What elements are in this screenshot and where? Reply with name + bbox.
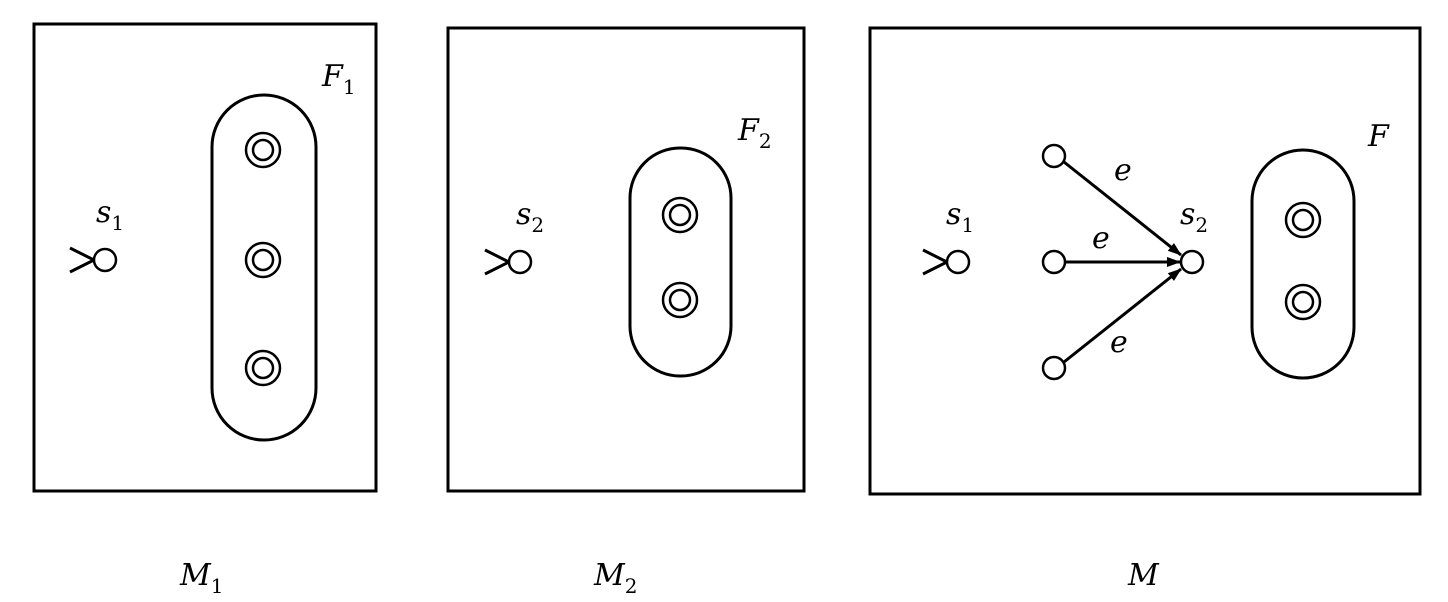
start-arrow-icon	[69, 246, 98, 274]
machine-label: M	[1127, 558, 1160, 593]
edge-label: e	[1092, 221, 1110, 256]
final-set-f1	[210, 93, 318, 442]
machine-m2: s2 F2 M2	[446, 26, 806, 598]
final-set-label: F	[1367, 119, 1390, 154]
accepting-state	[244, 349, 282, 387]
machine-m1: s1 F1 M1	[32, 22, 378, 598]
machine-label: M2	[593, 558, 637, 598]
former-accepting-state	[1041, 355, 1067, 381]
accepting-state	[244, 131, 282, 169]
accepting-state	[661, 281, 699, 319]
final-set-label: F1	[321, 59, 356, 99]
middle-state-label: s2	[1180, 197, 1208, 237]
start-arrow-icon	[922, 248, 951, 276]
start-state-s1	[945, 249, 971, 275]
machine-m2-box	[446, 26, 806, 493]
start-state-s1	[92, 247, 118, 273]
accepting-state	[244, 241, 282, 279]
start-arrow-icon	[484, 248, 513, 276]
machine-m-box	[868, 26, 1422, 496]
former-accepting-state	[1041, 143, 1067, 169]
epsilon-edge	[1063, 267, 1182, 364]
edge-label: e	[1114, 153, 1132, 188]
machine-m: e e e s1 s2 F M	[868, 26, 1422, 593]
edge-label: e	[1110, 325, 1128, 360]
accepting-state	[661, 196, 699, 234]
final-set-f2	[628, 146, 733, 378]
machine-m1-box	[32, 22, 378, 493]
machine-label: M1	[179, 558, 223, 598]
start-state-label: s1	[96, 195, 124, 235]
start-state-s2	[507, 249, 533, 275]
start-state-label: s1	[946, 197, 974, 237]
accepting-state	[1284, 201, 1322, 239]
start-state-label: s2	[516, 197, 544, 237]
start-state-s2	[1179, 249, 1205, 275]
former-accepting-state	[1041, 249, 1067, 275]
epsilon-edge	[1063, 160, 1182, 257]
accepting-state	[1284, 283, 1322, 321]
final-set-f	[1250, 148, 1356, 380]
final-set-label: F2	[737, 113, 772, 153]
